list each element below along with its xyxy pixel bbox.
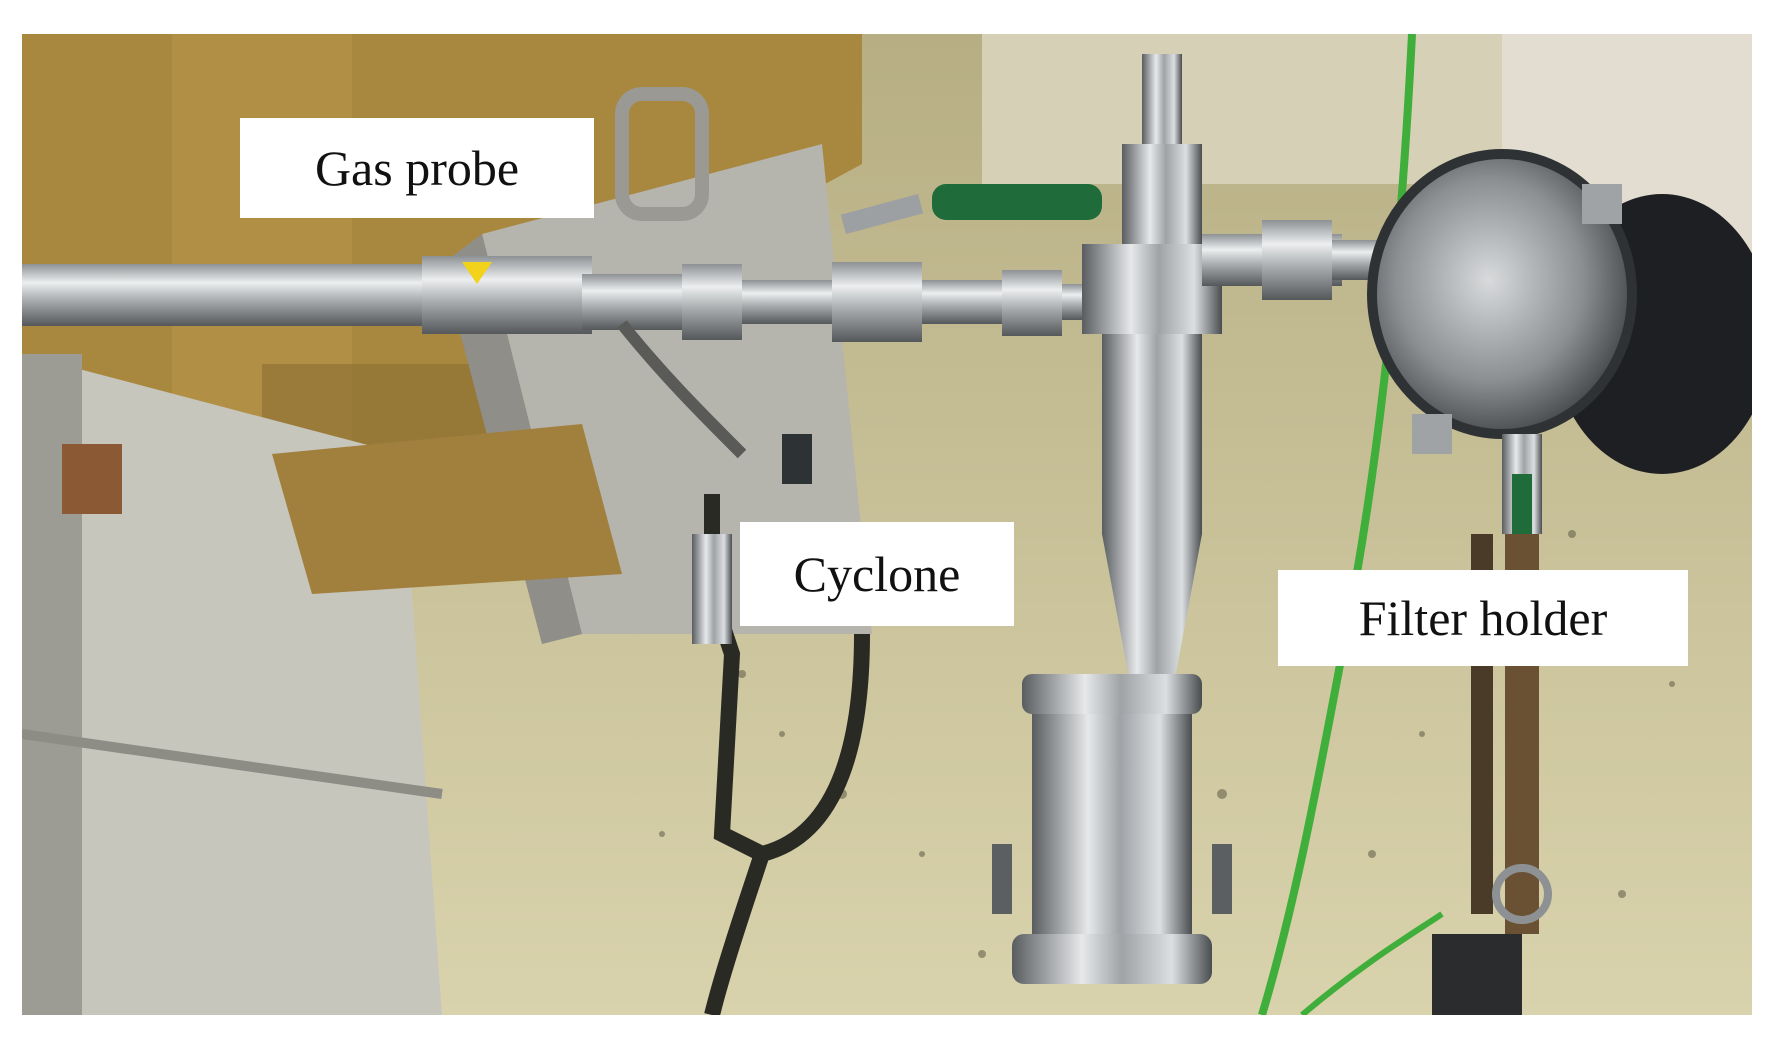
ball-valve [832,262,922,342]
cyclone-outlet [1142,54,1182,144]
cyclone-label: Cyclone [740,522,1014,626]
vacuum-hose [704,494,870,863]
warning-sticker [462,262,492,284]
gas-probe-label: Gas probe [240,118,594,218]
filter-holder-disc [1372,154,1632,434]
cyclone-body [1102,334,1202,534]
cyclone-cone [1102,534,1202,694]
filter-holder-label: Filter holder [1278,570,1688,666]
valve-handle [932,184,1102,220]
case-handle [615,87,709,221]
dust-collector [1032,714,1192,944]
